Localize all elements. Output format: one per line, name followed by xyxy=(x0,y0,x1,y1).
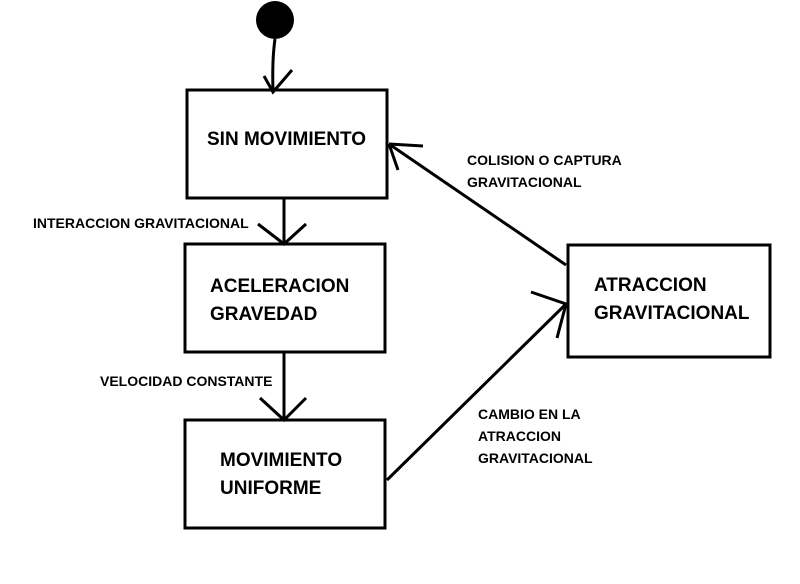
transition-label-interaccion: INTERACCION GRAVITACIONAL xyxy=(33,215,249,231)
initial-state-dot xyxy=(256,1,294,39)
initial-transition-line xyxy=(271,38,277,91)
transition-label-colision-line2: GRAVITACIONAL xyxy=(467,174,582,190)
transition-label-cambio-line3: GRAVITACIONAL xyxy=(478,450,593,466)
transition-line-cambio xyxy=(385,302,568,482)
arrowhead-interaccion xyxy=(257,222,308,246)
state-box-movimiento-uniforme xyxy=(183,418,387,530)
state-label-atraccion-line1: ATRACCION xyxy=(594,275,707,296)
arrowhead-velocidad xyxy=(258,396,308,423)
initial-arrowhead xyxy=(262,69,294,95)
state-label-movimiento-line2: UNIFORME xyxy=(220,478,321,499)
arrowhead-colision xyxy=(387,142,424,171)
transition-label-velocidad: VELOCIDAD CONSTANTE xyxy=(100,373,272,389)
state-box-atraccion-gravitacional xyxy=(566,243,772,359)
state-box-aceleracion-gravedad xyxy=(183,242,387,354)
state-box-sin-movimiento xyxy=(185,88,389,200)
state-label-sin-movimiento: SIN MOVIMIENTO xyxy=(207,129,366,150)
transition-label-cambio-line2: ATRACCION xyxy=(478,428,561,444)
transition-line-colision xyxy=(388,142,567,267)
transition-label-colision-line1: COLISION O CAPTURA xyxy=(467,152,622,168)
transition-label-cambio-line1: CAMBIO EN LA xyxy=(478,406,581,422)
state-label-aceleracion-line1: ACELERACION xyxy=(210,276,349,297)
state-label-movimiento-line1: MOVIMIENTO xyxy=(220,450,342,471)
arrowhead-cambio xyxy=(530,290,568,339)
state-label-aceleracion-line2: GRAVEDAD xyxy=(210,304,317,325)
state-label-atraccion-line2: GRAVITACIONAL xyxy=(594,303,750,324)
